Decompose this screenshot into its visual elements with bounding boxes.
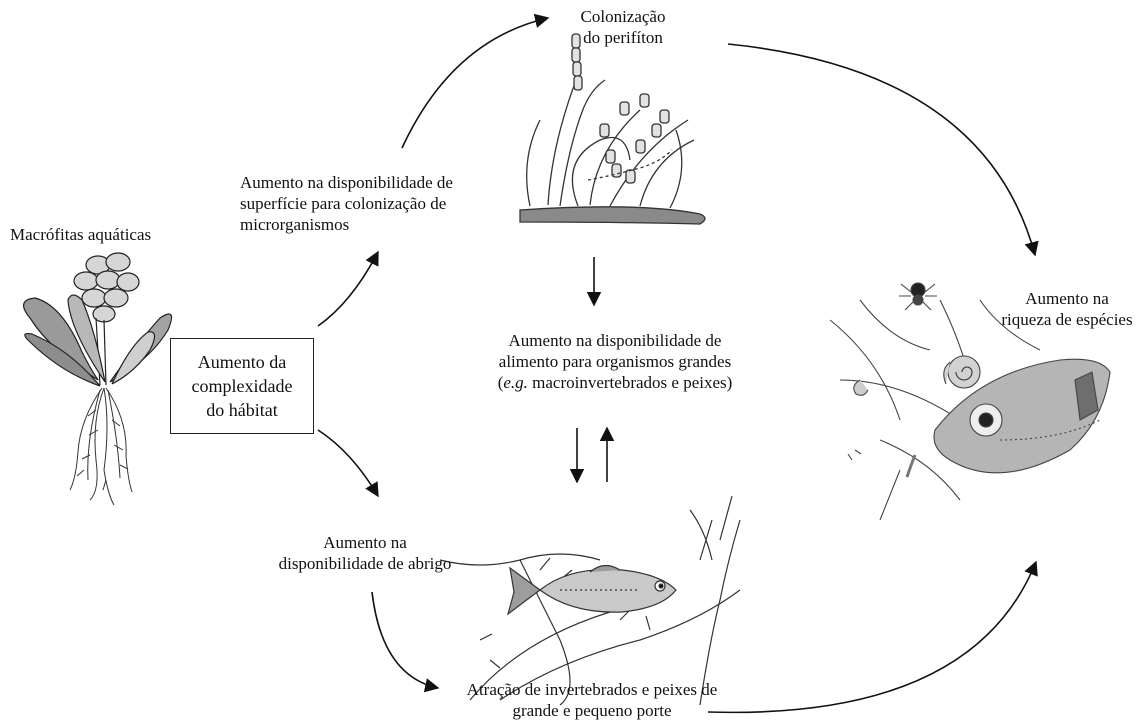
periphyton-line-2: do perifíton [558, 27, 688, 48]
label-attraction: Atração de invertebrados e peixes de gra… [422, 679, 762, 720]
fish-among-plants-illustration [440, 496, 740, 705]
arrow-habitat-to-shelter [318, 430, 378, 496]
label-macrophytes: Macrófitas aquáticas [10, 224, 151, 245]
food-line-2: alimento para organismos grandes [450, 351, 780, 372]
surface-line-3: microrganismos [240, 214, 453, 235]
surface-line-1: Aumento na disponibilidade de [240, 172, 453, 193]
arrow-habitat-to-surface [318, 252, 378, 326]
label-food: Aumento na disponibilidade de alimento p… [450, 330, 780, 393]
label-surface: Aumento na disponibilidade de superfície… [240, 172, 453, 235]
shelter-line-1: Aumento na [250, 532, 480, 553]
food-line-1: Aumento na disponibilidade de [450, 330, 780, 351]
label-richness: Aumento na riqueza de espécies [992, 288, 1140, 330]
water-hyacinth-illustration [24, 253, 172, 505]
food-example-rest: macroinvertebrados e peixes) [528, 373, 732, 392]
shelter-line-2: disponibilidade de abrigo [250, 553, 480, 574]
label-periphyton: Colonização do perifíton [558, 6, 688, 48]
arrow-shelter-to-attraction [372, 592, 438, 688]
richness-line-1: Aumento na [992, 288, 1140, 309]
arrow-surface-to-periphyton [402, 18, 548, 148]
label-shelter: Aumento na disponibilidade de abrigo [250, 532, 480, 574]
attraction-line-1: Atração de invertebrados e peixes de [422, 679, 762, 700]
arrow-periphyton-to-richness [728, 44, 1035, 255]
habitat-box-line-1: Aumento da [171, 350, 313, 374]
food-example-eg: e.g. [503, 373, 528, 392]
attraction-line-2: grande e pequeno porte [422, 700, 762, 720]
periphyton-line-1: Colonização [558, 6, 688, 27]
habitat-complexity-box: Aumento da complexidade do hábitat [170, 338, 314, 434]
richness-line-2: riqueza de espécies [992, 309, 1140, 330]
food-line-3: (e.g. macroinvertebrados e peixes) [450, 372, 780, 393]
periphyton-illustration [520, 34, 705, 224]
habitat-box-line-2: complexidade [171, 374, 313, 398]
surface-line-2: superfície para colonização de [240, 193, 453, 214]
habitat-box-line-3: do hábitat [171, 398, 313, 422]
